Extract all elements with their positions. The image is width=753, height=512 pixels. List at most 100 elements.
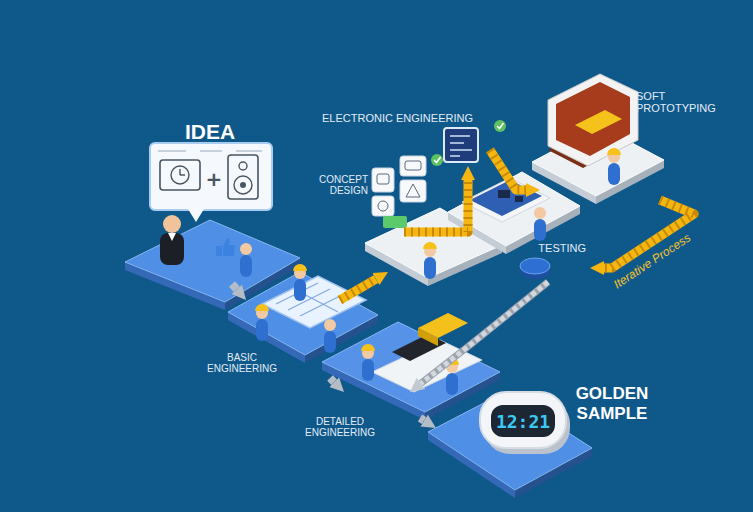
presenter-body [160,233,184,265]
check-mark [434,157,441,163]
worker-figure [361,344,375,381]
platform-top [428,392,592,490]
platform-top [322,322,500,412]
speaker-woofer [234,176,252,194]
stage-region: ELECTRONIC ENGINEERING [318,108,490,166]
connector-path [340,279,376,300]
blueprint-screen [262,276,366,328]
concept-card [400,180,426,202]
worker-figure [255,304,269,341]
worker-figure [534,207,546,241]
stage-title: CONCEPT DESIGN [308,174,368,196]
chip [515,196,523,202]
worker-figure [324,319,336,353]
stage-region: GOLDEN SAMPLE [436,380,664,496]
chip [498,190,510,198]
thumb-cuff [216,246,222,256]
printer-chamber [556,82,630,156]
stage-region: BASIC ENGINEERING [200,300,352,378]
stage-region: SOFT PROTOTYPING [540,86,728,200]
presenter-figure [160,215,184,265]
stage-region: CONCEPT DESIGN [304,170,404,272]
card-icon [406,184,420,197]
stage-title: ELECTRONIC ENGINEERING [322,112,473,124]
conveyor-arrow [404,180,468,232]
flow-arrow [420,418,424,421]
speaker-icon [228,155,258,199]
connector-path [420,418,424,421]
stage-region: TESTING [512,238,590,282]
stage-title: DETAILED ENGINEERING [302,416,378,438]
card-icon [378,201,388,211]
stage-title: IDEA [185,120,235,144]
connector-path [404,180,468,232]
prototype-part [418,313,468,338]
idea-board [150,143,272,222]
connector-path [490,150,526,190]
detailed-engineering-platform [322,313,500,420]
thumbs-up-icon [216,238,235,256]
card-icon [377,174,389,184]
connector-path [404,180,468,232]
connector-path [421,282,548,383]
concept-card [400,156,426,176]
concept-card [372,168,394,192]
green-screen [383,216,407,228]
card-icon [405,161,421,170]
worker-figure [607,148,621,185]
clock-display [491,405,555,437]
connector-path [340,279,376,300]
connector-group [232,150,694,421]
blueprint-lines [276,283,342,316]
testing-device [520,258,550,279]
worker-figure [240,243,252,277]
board-lines [158,150,262,152]
clock-icon-face [171,166,189,184]
printed-part [575,110,622,134]
printer-frame [548,74,638,166]
schematic-lines [450,136,472,156]
clock-digits: 12:21 [496,411,550,432]
speaker-tweeter [239,162,247,170]
chain-arrow [421,282,548,383]
stage-title: BASIC ENGINEERING [204,352,280,374]
clock-icon [160,160,200,190]
presenter-head [163,215,181,233]
board-pointer [188,209,204,222]
concept-card [372,196,394,216]
device-top [520,258,550,274]
golden-sample-platform [428,392,592,498]
connector-path [421,282,548,383]
clock-body [480,392,566,448]
flow-arrow [330,378,334,382]
check-mark [497,123,504,129]
stage-title: SOFT PROTOTYPING [636,90,724,114]
connector-path [232,284,237,289]
conveyor-arrow [340,279,376,300]
thumb-hand [223,238,235,256]
worker-figure [423,242,437,279]
stage-region: IDEA [118,116,302,284]
speaker-cone [240,182,246,188]
worker-figure [293,264,307,301]
plus-sign: + [206,167,223,191]
schematic-card [444,128,478,162]
flow-arrow [232,284,237,289]
stage-title: GOLDEN SAMPLE [564,384,660,424]
circuit-board [470,180,542,216]
check-badge [494,120,506,132]
clock-icon-hands [180,169,185,175]
presenter-collar [168,233,176,241]
check-badge [431,154,443,166]
conveyor-arrow [490,150,526,190]
connector-path [490,150,526,190]
stage-region: DETAILED ENGINEERING [298,392,420,442]
speech-board [150,143,272,210]
conveyor-label: Iterative Process [611,230,693,291]
connector-path [330,378,334,382]
stage-title: TESTING [538,242,586,254]
